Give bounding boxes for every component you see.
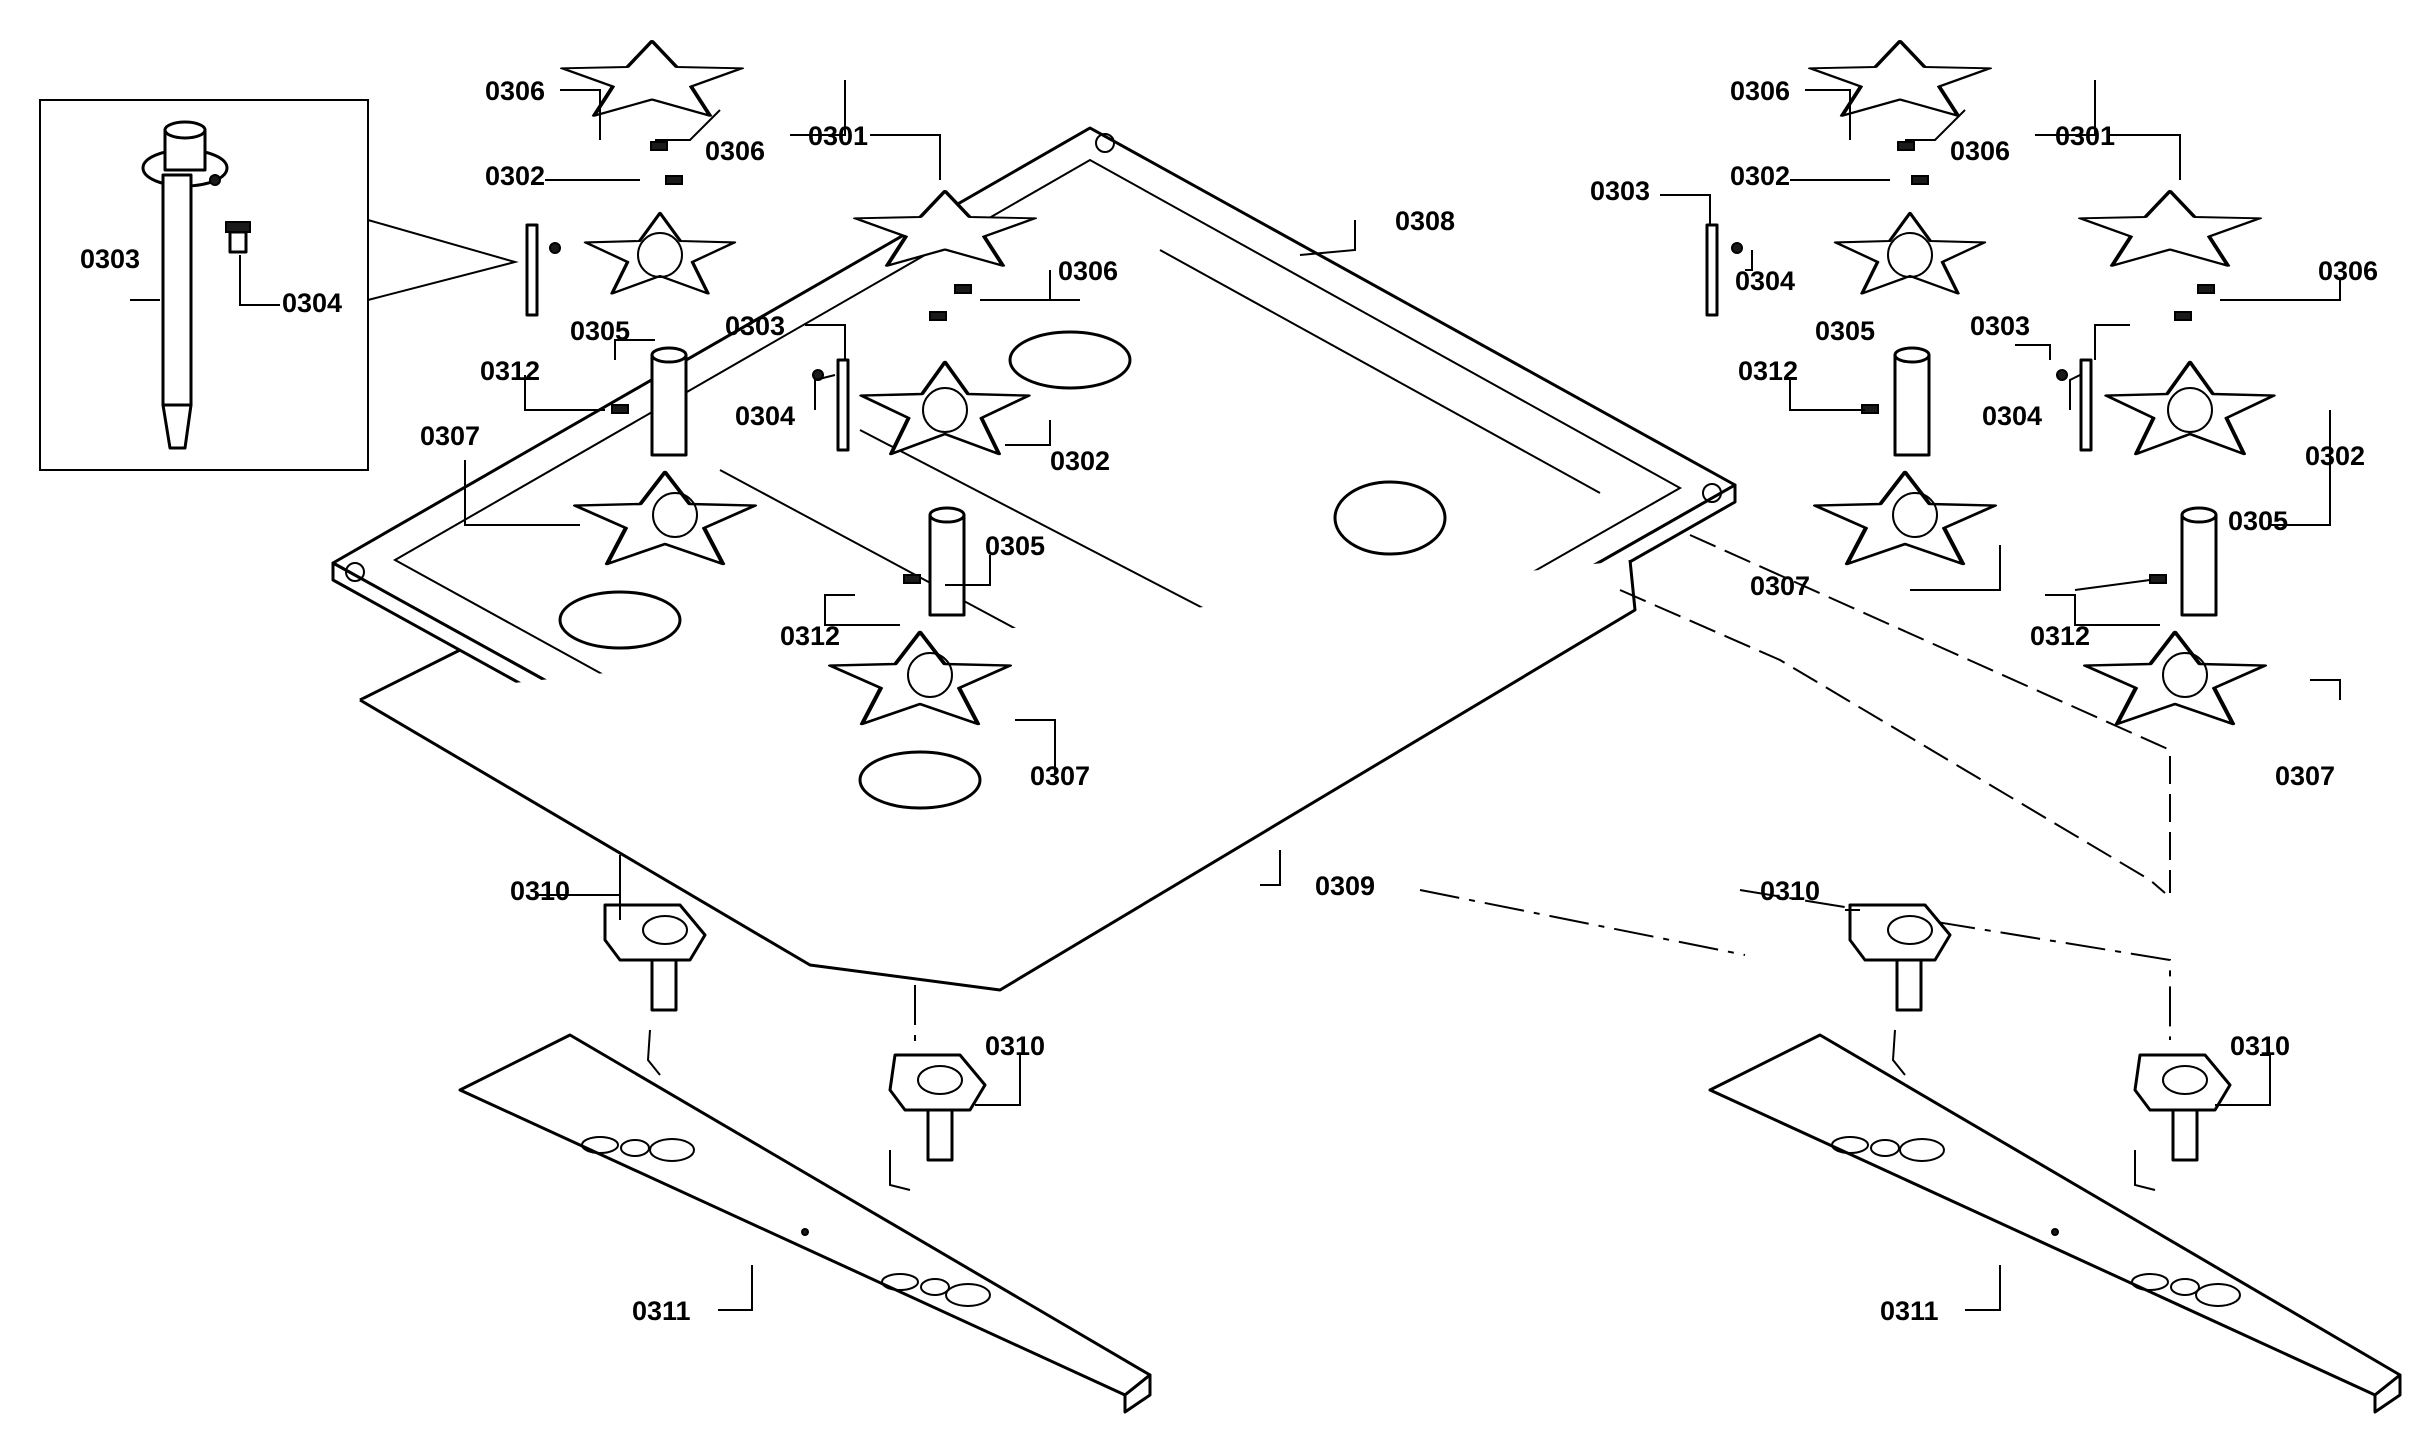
label-0304-left: 0304	[735, 401, 795, 431]
label-0305-right-a: 0305	[1815, 316, 1875, 346]
label-0307-right-a: 0307	[1750, 571, 1810, 601]
label-0306-left-b: 0306	[705, 136, 765, 166]
label-0301-left: 0301	[808, 121, 868, 151]
label-0305-left-a: 0305	[570, 316, 630, 346]
label-0304-inset: 0304	[282, 288, 342, 318]
injector-left	[650, 346, 966, 617]
burner-base-left-front	[830, 632, 1010, 724]
label-0312-right-b: 0312	[2030, 621, 2090, 651]
label-0302-right-b: 0302	[2305, 441, 2365, 471]
label-0307-left-a: 0307	[420, 421, 480, 451]
label-0312-right-a: 0312	[1738, 356, 1798, 386]
label-0306-right-c: 0306	[2318, 256, 2378, 286]
label-0311-left: 0311	[632, 1296, 691, 1326]
part-labels: 0306 0306 0301 0302 0303 0304 0308 0306 …	[80, 76, 2378, 1326]
leader-lines	[464, 80, 2341, 1311]
label-0306-right-b: 0306	[1950, 136, 2010, 166]
label-0310-right-a: 0310	[1760, 876, 1820, 906]
label-0306-left-a: 0306	[485, 76, 545, 106]
gas-tap-right-1	[1848, 903, 1952, 1076]
spreader-left-front	[861, 362, 1028, 454]
label-0303-inset: 0303	[80, 244, 140, 274]
label-0311-right: 0311	[1880, 1296, 1939, 1326]
label-0301-right: 0301	[2055, 121, 2115, 151]
gas-tap-right-2	[2133, 1053, 2232, 1191]
control-bracket-right	[1708, 1033, 2402, 1414]
screws-left	[549, 141, 972, 584]
burner-base-right-rear	[1815, 472, 1995, 564]
label-0308: 0308	[1395, 206, 1455, 236]
label-0303-right-b: 0303	[1970, 311, 2030, 341]
label-0305-left-b: 0305	[985, 531, 1045, 561]
label-0312-left-b: 0312	[780, 621, 840, 651]
screw-detail	[225, 221, 251, 254]
label-0302-left-a: 0302	[485, 161, 545, 191]
burner-base-right-front	[2085, 632, 2265, 724]
electrode-right	[1705, 223, 2093, 452]
gasket	[359, 559, 1637, 992]
inset-detail	[39, 99, 519, 471]
screws-right	[1731, 141, 2215, 584]
cap-left-rear	[562, 41, 742, 116]
label-0307-right-b: 0307	[2275, 761, 2335, 791]
label-0306-left-c: 0306	[1058, 256, 1118, 286]
label-0303-right-a: 0303	[1590, 176, 1650, 206]
label-0304-right-a: 0304	[1735, 266, 1795, 296]
injector-right	[1893, 346, 2218, 617]
label-0310-right-b: 0310	[2230, 1031, 2290, 1061]
electrode-detail	[141, 120, 229, 450]
label-0303-left: 0303	[725, 311, 785, 341]
label-0310-left-b: 0310	[985, 1031, 1045, 1061]
label-0305-right-b: 0305	[2228, 506, 2288, 536]
label-0304-right-b: 0304	[1982, 401, 2042, 431]
label-0302-left-b: 0302	[1050, 446, 1110, 476]
label-0302-right-a: 0302	[1730, 161, 1790, 191]
label-0307-left-b: 0307	[1030, 761, 1090, 791]
label-0309: 0309	[1315, 871, 1375, 901]
gas-tap-left-1	[603, 903, 707, 1076]
gas-tap-left-2	[888, 1053, 987, 1191]
spreader-right-rear	[1833, 211, 1987, 296]
burner-base-left-rear	[575, 472, 755, 564]
spreader-left-rear	[583, 211, 737, 296]
tray-burner-holes	[558, 330, 1447, 810]
cap-right-rear	[1810, 41, 1990, 116]
spreader-right-front	[2106, 362, 2273, 454]
cap-right-front	[2080, 191, 2260, 266]
label-0306-right-a: 0306	[1730, 76, 1790, 106]
label-0310-left-a: 0310	[510, 876, 570, 906]
label-0312-left-a: 0312	[480, 356, 540, 386]
electrode-left	[525, 223, 850, 452]
control-bracket-left	[458, 1033, 1152, 1414]
